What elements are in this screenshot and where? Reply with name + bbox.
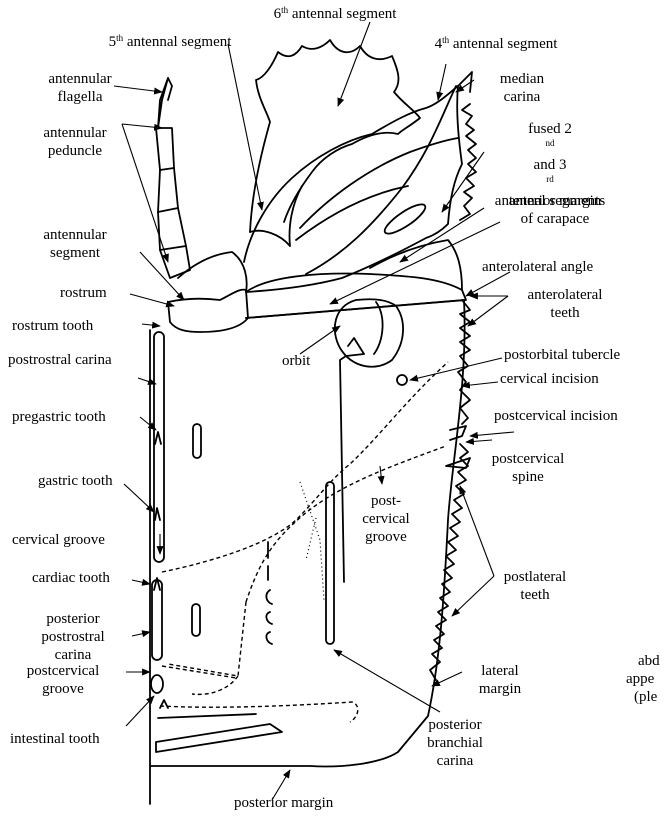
label-orbit: orbit bbox=[282, 352, 310, 370]
anterior-margin-of-carapace bbox=[246, 274, 466, 318]
label-intestinal-tooth: intestinal tooth bbox=[10, 730, 100, 748]
label-posterior-margin: posterior margin bbox=[234, 794, 333, 812]
label-fourth-antennal-segment: 4th antennal segment bbox=[408, 35, 584, 53]
label-sixth-antennal-segment: 6th antennal segment bbox=[250, 5, 420, 23]
posterior-branchial-carina-shape bbox=[326, 482, 334, 644]
label-cardiac-tooth: cardiac tooth bbox=[32, 569, 110, 587]
label-gastric-tooth: gastric tooth bbox=[38, 472, 113, 490]
antennular-peduncle bbox=[156, 128, 190, 278]
label-postrostral-carina: postrostral carina bbox=[8, 351, 112, 369]
label-cervical-incision: cervical incision bbox=[500, 370, 599, 388]
label-rostrum-tooth: rostrum tooth bbox=[12, 317, 93, 335]
postrostral-carina-shape bbox=[154, 332, 164, 562]
label-fifth-antennal-segment: 5th antennal segment bbox=[80, 33, 260, 51]
label-rostrum: rostrum bbox=[60, 284, 107, 302]
postlateral-teeth bbox=[430, 444, 468, 680]
sixth-antennal-segment bbox=[250, 40, 420, 232]
fused-antennal-segments bbox=[244, 86, 462, 292]
label-postcervical-incision: postcervical incision bbox=[494, 407, 618, 425]
postorbital-tubercle bbox=[397, 375, 407, 385]
posterior-postrostral-carina-shape bbox=[152, 580, 162, 660]
label-pregastric-tooth: pregastric tooth bbox=[12, 408, 106, 426]
label-cervical-groove: cervical groove bbox=[12, 531, 105, 549]
label-anterolateral-angle: anterolateral angle bbox=[482, 258, 593, 276]
postcervical-groove-line bbox=[162, 666, 236, 678]
label-postorbital-tubercle: postorbital tubercle bbox=[504, 346, 620, 364]
antennular-flagella bbox=[158, 78, 168, 128]
